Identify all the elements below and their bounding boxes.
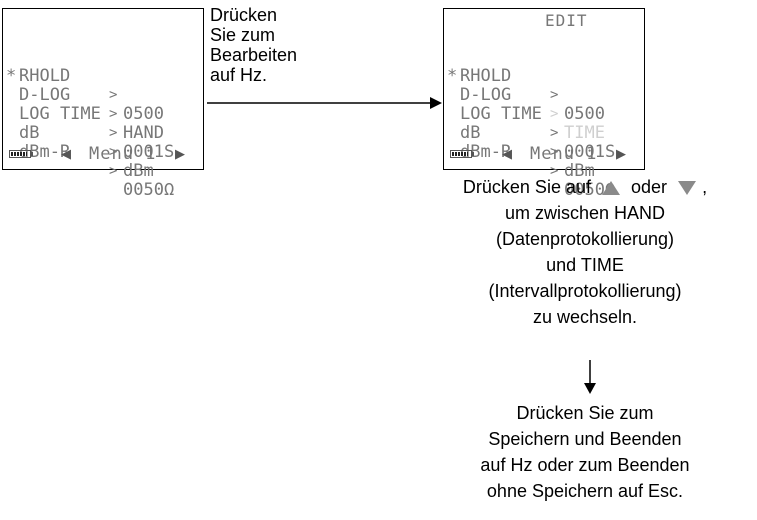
menu-row-logtime: LOG TIME > 0001S [3,67,203,162]
row-key: RHOLD [460,66,512,86]
step1-line: auf Hz. [210,65,268,85]
menu-row-logtime: LOG TIME > 0001S [444,67,644,162]
row-value: dBm [123,161,154,181]
row-gt: > [109,163,118,179]
step1-instruction: Drücken Sie zum Bearbeiten auf Hz. [210,5,297,85]
menu-label: Menu 1 [89,144,157,164]
row-value: 0050Ω [123,180,175,200]
row-gt: > [109,125,118,141]
row-gt: > [550,125,559,141]
menu-right-arrow-icon: ▶ [175,146,185,161]
row-gt: > [550,106,559,122]
menu-row-dlog: * D-LOG > TIME [444,48,644,143]
row-value: 0001S [564,142,616,162]
step2-mid: oder [631,177,668,197]
menu-left-arrow-icon: ◀ [61,146,71,161]
row-key: RHOLD [19,66,71,86]
row-key: dBm-R [460,142,512,162]
menu-label: Menu 1 [530,144,598,164]
step2-line: um zwischen HAND [504,203,666,223]
step2-line-keys: Drücken Sie auf oder , [420,177,750,198]
step2-body: um zwischen HAND (Datenprotokollierung) … [420,203,750,328]
row-marker: * [6,66,17,86]
row-key: dB [460,123,481,143]
menu-right-arrow-icon: ▶ [616,146,626,161]
row-value: HAND [123,123,164,143]
step2-prefix: Drücken Sie auf [462,177,591,197]
row-gt: > [550,87,559,103]
step2-line: zu wechseln. [532,307,638,327]
step1-line: Drücken [210,5,278,25]
row-value-editing: TIME [564,123,605,143]
row-marker: * [447,66,458,86]
menu-row-rhold: RHOLD > 0500 [444,29,644,124]
menu-bar: ◀ Menu 1 ▶ [444,144,644,164]
step2-suffix: , [702,177,708,197]
step2-line: (Intervallprotokollierung) [488,281,682,301]
row-gt: > [550,144,559,160]
battery-icon [450,150,474,158]
menu-row-dbmr: dBm-R > 0050Ω [3,105,203,200]
battery-icon [9,150,33,158]
menu-left-arrow-icon: ◀ [502,146,512,161]
row-value: dBm [564,161,595,181]
triangle-up-icon [602,181,620,196]
arrow-down-icon [584,360,596,394]
lcd-screen-menu: RHOLD > 0500 * D-LOG > HAND LOG TIME > 0… [2,8,204,200]
row-key: dBm-R [19,142,71,162]
arrow-right-icon [207,97,442,109]
edit-label: EDIT [545,11,588,30]
menu-row-db: dB > dBm [444,86,644,181]
step3-line: Speichern und Beenden [488,429,682,449]
row-gt: > [109,87,118,103]
row-value: 0500 [123,104,164,124]
menu-row-dlog: * D-LOG > HAND [3,48,203,143]
row-key: D-LOG [19,85,71,105]
row-value: 0500 [564,104,605,124]
step2-instruction: Drücken Sie auf oder , um zwischen HAND … [420,177,750,328]
menu-row-dbmr: dBm-R > 0050Ω [444,105,644,200]
row-value: 0001S [123,142,175,162]
menu-rows: RHOLD > 0500 * D-LOG > HAND LOG TIME > 0… [3,29,203,200]
row-key: D-LOG [460,85,512,105]
lcd-screen-edit: EDIT RHOLD > 0500 * D-LOG > TIME LOG TIM… [443,8,645,200]
row-gt: > [550,163,559,179]
row-gt: > [109,106,118,122]
step3-line: auf Hz oder zum Beenden [480,455,690,475]
step3-line: Drücken Sie zum [516,403,654,423]
step3-line: ohne Speichern auf Esc. [486,481,684,501]
step2-line: und TIME [546,255,624,275]
menu-row-rhold: RHOLD > 0500 [3,29,203,124]
menu-bar: ◀ Menu 1 ▶ [3,144,203,164]
step3-instruction: Drücken Sie zum Speichern und Beenden au… [420,403,750,502]
row-key: LOG TIME [19,104,101,124]
step2-line: (Datenprotokollierung) [495,229,675,249]
row-gt: > [109,144,118,160]
triangle-down-icon [678,181,697,196]
row-key: LOG TIME [460,104,542,124]
row-key: dB [19,123,40,143]
menu-row-db: dB > dBm [3,86,203,181]
step1-line: Bearbeiten [210,45,298,65]
step1-line: Sie zum [210,25,276,45]
menu-rows: RHOLD > 0500 * D-LOG > TIME LOG TIME > 0… [444,29,644,200]
